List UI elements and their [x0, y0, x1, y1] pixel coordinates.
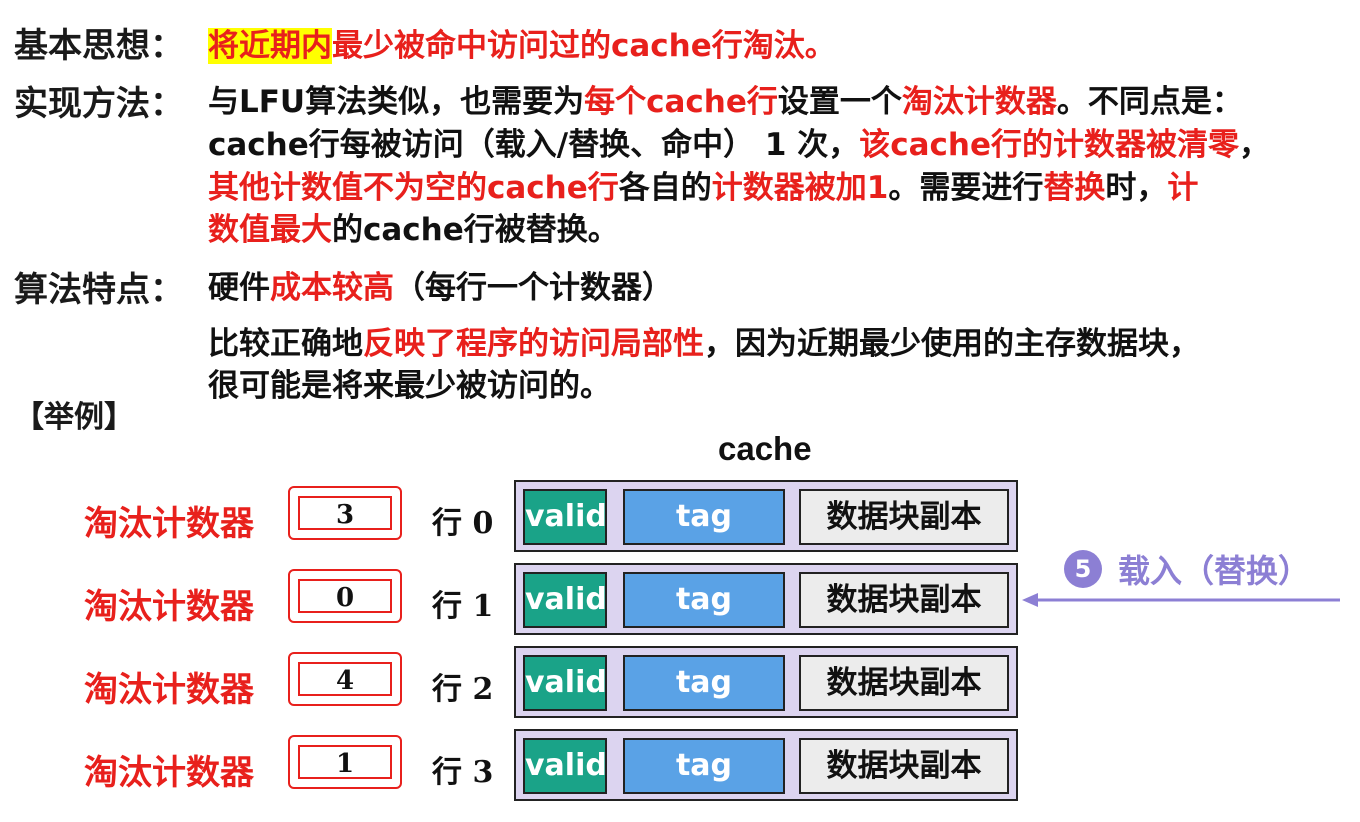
- impl-emphasis: 计: [1167, 170, 1199, 206]
- basic-idea-text: 将近期内最少被命中访问过的cache行淘汰。: [208, 20, 836, 65]
- example-label: 【举例】: [14, 400, 134, 435]
- highlighted-phrase: 将近期内: [208, 28, 332, 64]
- valid-bit: valid: [523, 489, 607, 545]
- impl-line-4: 数值最大的cache行被替换。: [208, 204, 619, 249]
- cache-row-0: valid tag 数据块副本: [514, 480, 1018, 552]
- label-implementation: 实现方法：: [14, 84, 184, 124]
- counter-box: 0: [288, 569, 402, 623]
- impl-text: 各自的: [618, 170, 712, 206]
- row-label: 行 1: [432, 589, 494, 624]
- impl-emphasis: 计数器被加1: [711, 170, 889, 206]
- arrow-left-icon: [1022, 593, 1340, 607]
- impl-text: 与LFU算法类似，也需要为: [208, 84, 585, 120]
- impl-emphasis: 该cache行的计数器被清零: [859, 127, 1240, 163]
- counter-value: 0: [298, 579, 392, 613]
- counter-box: 1: [288, 735, 402, 789]
- row-label: 行 2: [432, 672, 494, 707]
- counter-box: 4: [288, 652, 402, 706]
- impl-text: 时，: [1105, 170, 1168, 206]
- label-basic-idea: 基本思想：: [14, 26, 184, 66]
- cache-row-2: valid tag 数据块副本: [514, 646, 1018, 718]
- feature-text: 硬件: [208, 270, 270, 306]
- feature-line-2: 比较正确地反映了程序的访问局部性，因为近期最少使用的主存数据块，: [208, 318, 1200, 363]
- counter-value: 4: [298, 662, 392, 696]
- impl-text: 。不同点是：: [1056, 84, 1243, 120]
- impl-emphasis: 其他计数值不为空的cache行: [208, 170, 619, 206]
- feature-line-3: 很可能是将来最少被访问的。: [208, 368, 611, 404]
- feature-text: 比较正确地: [208, 326, 363, 362]
- feature-emphasis: 反映了程序的访问局部性: [363, 326, 704, 362]
- label-features: 算法特点：: [14, 270, 184, 310]
- row-label: 行 3: [432, 755, 494, 790]
- tag-field: tag: [623, 489, 785, 545]
- cache-row-1: valid tag 数据块副本: [514, 563, 1018, 635]
- impl-text: 的cache行被替换。: [332, 212, 619, 248]
- cache-row-3: valid tag 数据块副本: [514, 729, 1018, 801]
- impl-emphasis: 替换: [1043, 170, 1106, 206]
- impl-text: 。需要进行: [888, 170, 1044, 206]
- impl-emphasis: 淘汰计数器: [901, 84, 1057, 120]
- valid-bit: valid: [523, 738, 607, 794]
- feature-text: ，因为近期最少使用的主存数据块，: [704, 326, 1200, 362]
- impl-text: cache行每被访问（载入/替换、命中） 1 次，: [208, 127, 860, 163]
- tag-field: tag: [623, 655, 785, 711]
- counter-value: 1: [298, 745, 392, 779]
- feature-line-1: 硬件成本较高（每行一个计数器）: [208, 262, 673, 307]
- impl-line-3: 其他计数值不为空的cache行各自的计数器被加1。需要进行替换时，计: [208, 162, 1198, 207]
- data-block-copy: 数据块副本: [799, 655, 1009, 711]
- valid-bit: valid: [523, 655, 607, 711]
- counter-value: 3: [298, 496, 392, 530]
- counter-box: 3: [288, 486, 402, 540]
- basic-idea-rest: 最少被命中访问过的cache行淘汰。: [332, 28, 836, 64]
- step-number-badge: 5: [1064, 550, 1102, 588]
- tag-field: tag: [623, 572, 785, 628]
- cache-title: cache: [718, 430, 812, 467]
- impl-line-2: cache行每被访问（载入/替换、命中） 1 次，该cache行的计数器被清零，: [208, 119, 1270, 164]
- impl-text: 设置一个: [777, 84, 902, 120]
- data-block-copy: 数据块副本: [799, 738, 1009, 794]
- data-block-copy: 数据块副本: [799, 572, 1009, 628]
- load-replace-label: 载入（替换）: [1118, 552, 1311, 590]
- counter-label: 淘汰计数器: [84, 587, 254, 627]
- feature-text: （每行一个计数器）: [394, 270, 673, 306]
- row-label: 行 0: [432, 506, 494, 541]
- counter-label: 淘汰计数器: [84, 753, 254, 793]
- valid-bit: valid: [523, 572, 607, 628]
- counter-label: 淘汰计数器: [84, 504, 254, 544]
- feature-emphasis: 成本较高: [270, 270, 394, 306]
- counter-label: 淘汰计数器: [84, 670, 254, 710]
- impl-text: ，: [1239, 127, 1271, 163]
- impl-emphasis: 每个cache行: [584, 84, 778, 120]
- tag-field: tag: [623, 738, 785, 794]
- impl-emphasis: 数值最大: [208, 212, 332, 248]
- impl-line-1: 与LFU算法类似，也需要为每个cache行设置一个淘汰计数器。不同点是：: [208, 76, 1243, 121]
- data-block-copy: 数据块副本: [799, 489, 1009, 545]
